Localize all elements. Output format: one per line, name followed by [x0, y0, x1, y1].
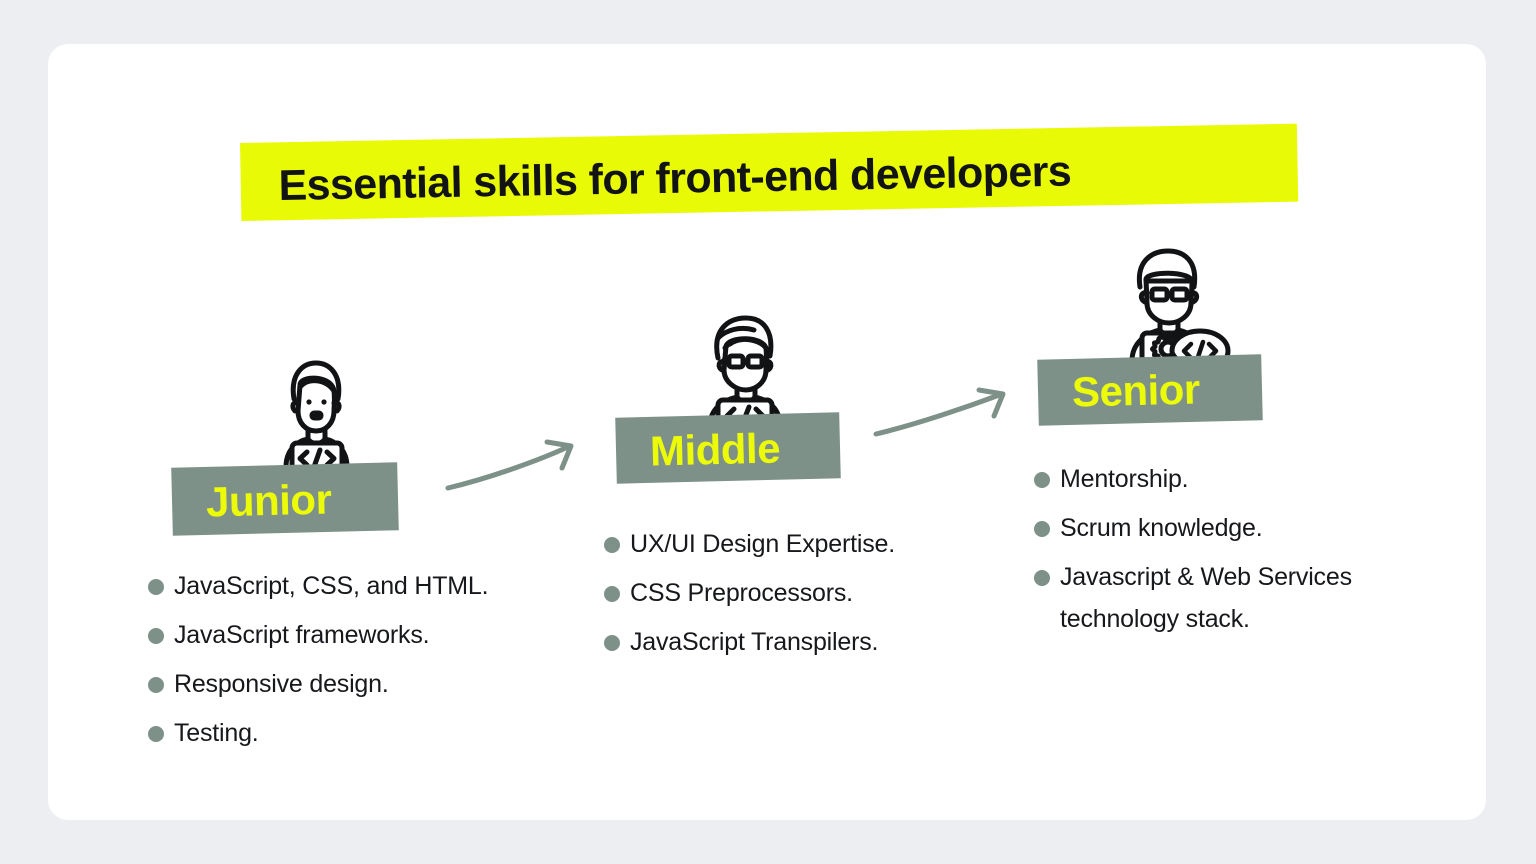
skill-text: UX/UI Design Expertise. — [630, 530, 895, 558]
list-item: Mentorship. — [1026, 458, 1436, 500]
senior-developer-avatar-icon — [1104, 245, 1232, 367]
list-item: JavaScript, CSS, and HTML. — [140, 565, 560, 607]
skill-text: JavaScript Transpilers. — [630, 628, 879, 656]
skill-text: Testing. — [174, 719, 259, 747]
progression-arrow-middle-to-senior — [872, 387, 1014, 440]
skill-list-junior: JavaScript, CSS, and HTML. JavaScript fr… — [140, 565, 560, 761]
progression-arrow-junior-to-middle — [444, 439, 584, 494]
level-label-junior: Junior — [205, 475, 332, 526]
bullet-dot-icon — [1034, 521, 1050, 537]
bullet-dot-icon — [1034, 472, 1050, 488]
bullet-dot-icon — [148, 628, 164, 644]
bullet-dot-icon — [604, 537, 620, 553]
skill-text: Javascript & Web Services technology sta… — [1060, 563, 1352, 633]
list-item: Javascript & Web Services technology sta… — [1026, 556, 1436, 640]
bullet-dot-icon — [604, 635, 620, 651]
level-label-senior: Senior — [1071, 365, 1201, 416]
bullet-dot-icon — [148, 726, 164, 742]
skill-text: JavaScript frameworks. — [174, 621, 430, 649]
list-item: CSS Preprocessors. — [596, 572, 986, 614]
level-label-middle: Middle — [649, 424, 781, 475]
skill-list-senior: Mentorship. Scrum knowledge. Javascript … — [1026, 458, 1436, 647]
bullet-dot-icon — [1034, 570, 1050, 586]
list-item: JavaScript frameworks. — [140, 614, 560, 656]
skill-text: Scrum knowledge. — [1060, 514, 1263, 542]
list-item: Responsive design. — [140, 663, 560, 705]
list-item: JavaScript Transpilers. — [596, 621, 986, 663]
list-item: Scrum knowledge. — [1026, 507, 1436, 549]
list-item: Testing. — [140, 712, 560, 754]
bullet-dot-icon — [148, 579, 164, 595]
skill-text: CSS Preprocessors. — [630, 579, 853, 607]
bullet-dot-icon — [604, 586, 620, 602]
skill-text: JavaScript, CSS, and HTML. — [174, 572, 489, 600]
skill-text: Responsive design. — [174, 670, 389, 698]
skill-list-middle: UX/UI Design Expertise. CSS Preprocessor… — [596, 523, 986, 670]
skill-text: Mentorship. — [1060, 465, 1189, 493]
bullet-dot-icon — [148, 677, 164, 693]
list-item: UX/UI Design Expertise. — [596, 523, 986, 565]
developer-avatar-icon — [252, 355, 380, 477]
